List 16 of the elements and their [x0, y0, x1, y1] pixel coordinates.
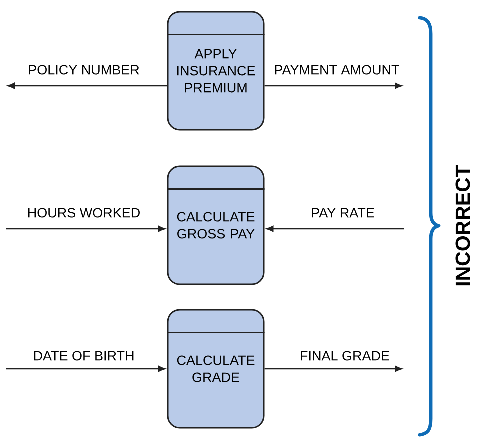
process-box: APPLY INSURANCE PREMIUM [167, 11, 265, 131]
edge-label: PAYMENT AMOUNT [275, 65, 400, 75]
edge-label: POLICY NUMBER [29, 65, 140, 75]
edge-label: PAY RATE [312, 208, 374, 218]
arrow [6, 366, 166, 372]
process-box: CALCULATE GRADE [167, 309, 265, 429]
arrow [6, 226, 166, 232]
arrow [8, 82, 168, 90]
process-box: CALCULATE GROSS PAY [167, 166, 265, 286]
edge-label: FINAL GRADE [301, 351, 390, 361]
edge-label: HOURS WORKED [28, 208, 140, 218]
side-label: INCORRECT [456, 165, 470, 286]
edge-label: DATE OF BIRTH [34, 351, 134, 361]
arrow [266, 226, 404, 232]
arrow [264, 82, 402, 90]
arrow [264, 366, 402, 372]
